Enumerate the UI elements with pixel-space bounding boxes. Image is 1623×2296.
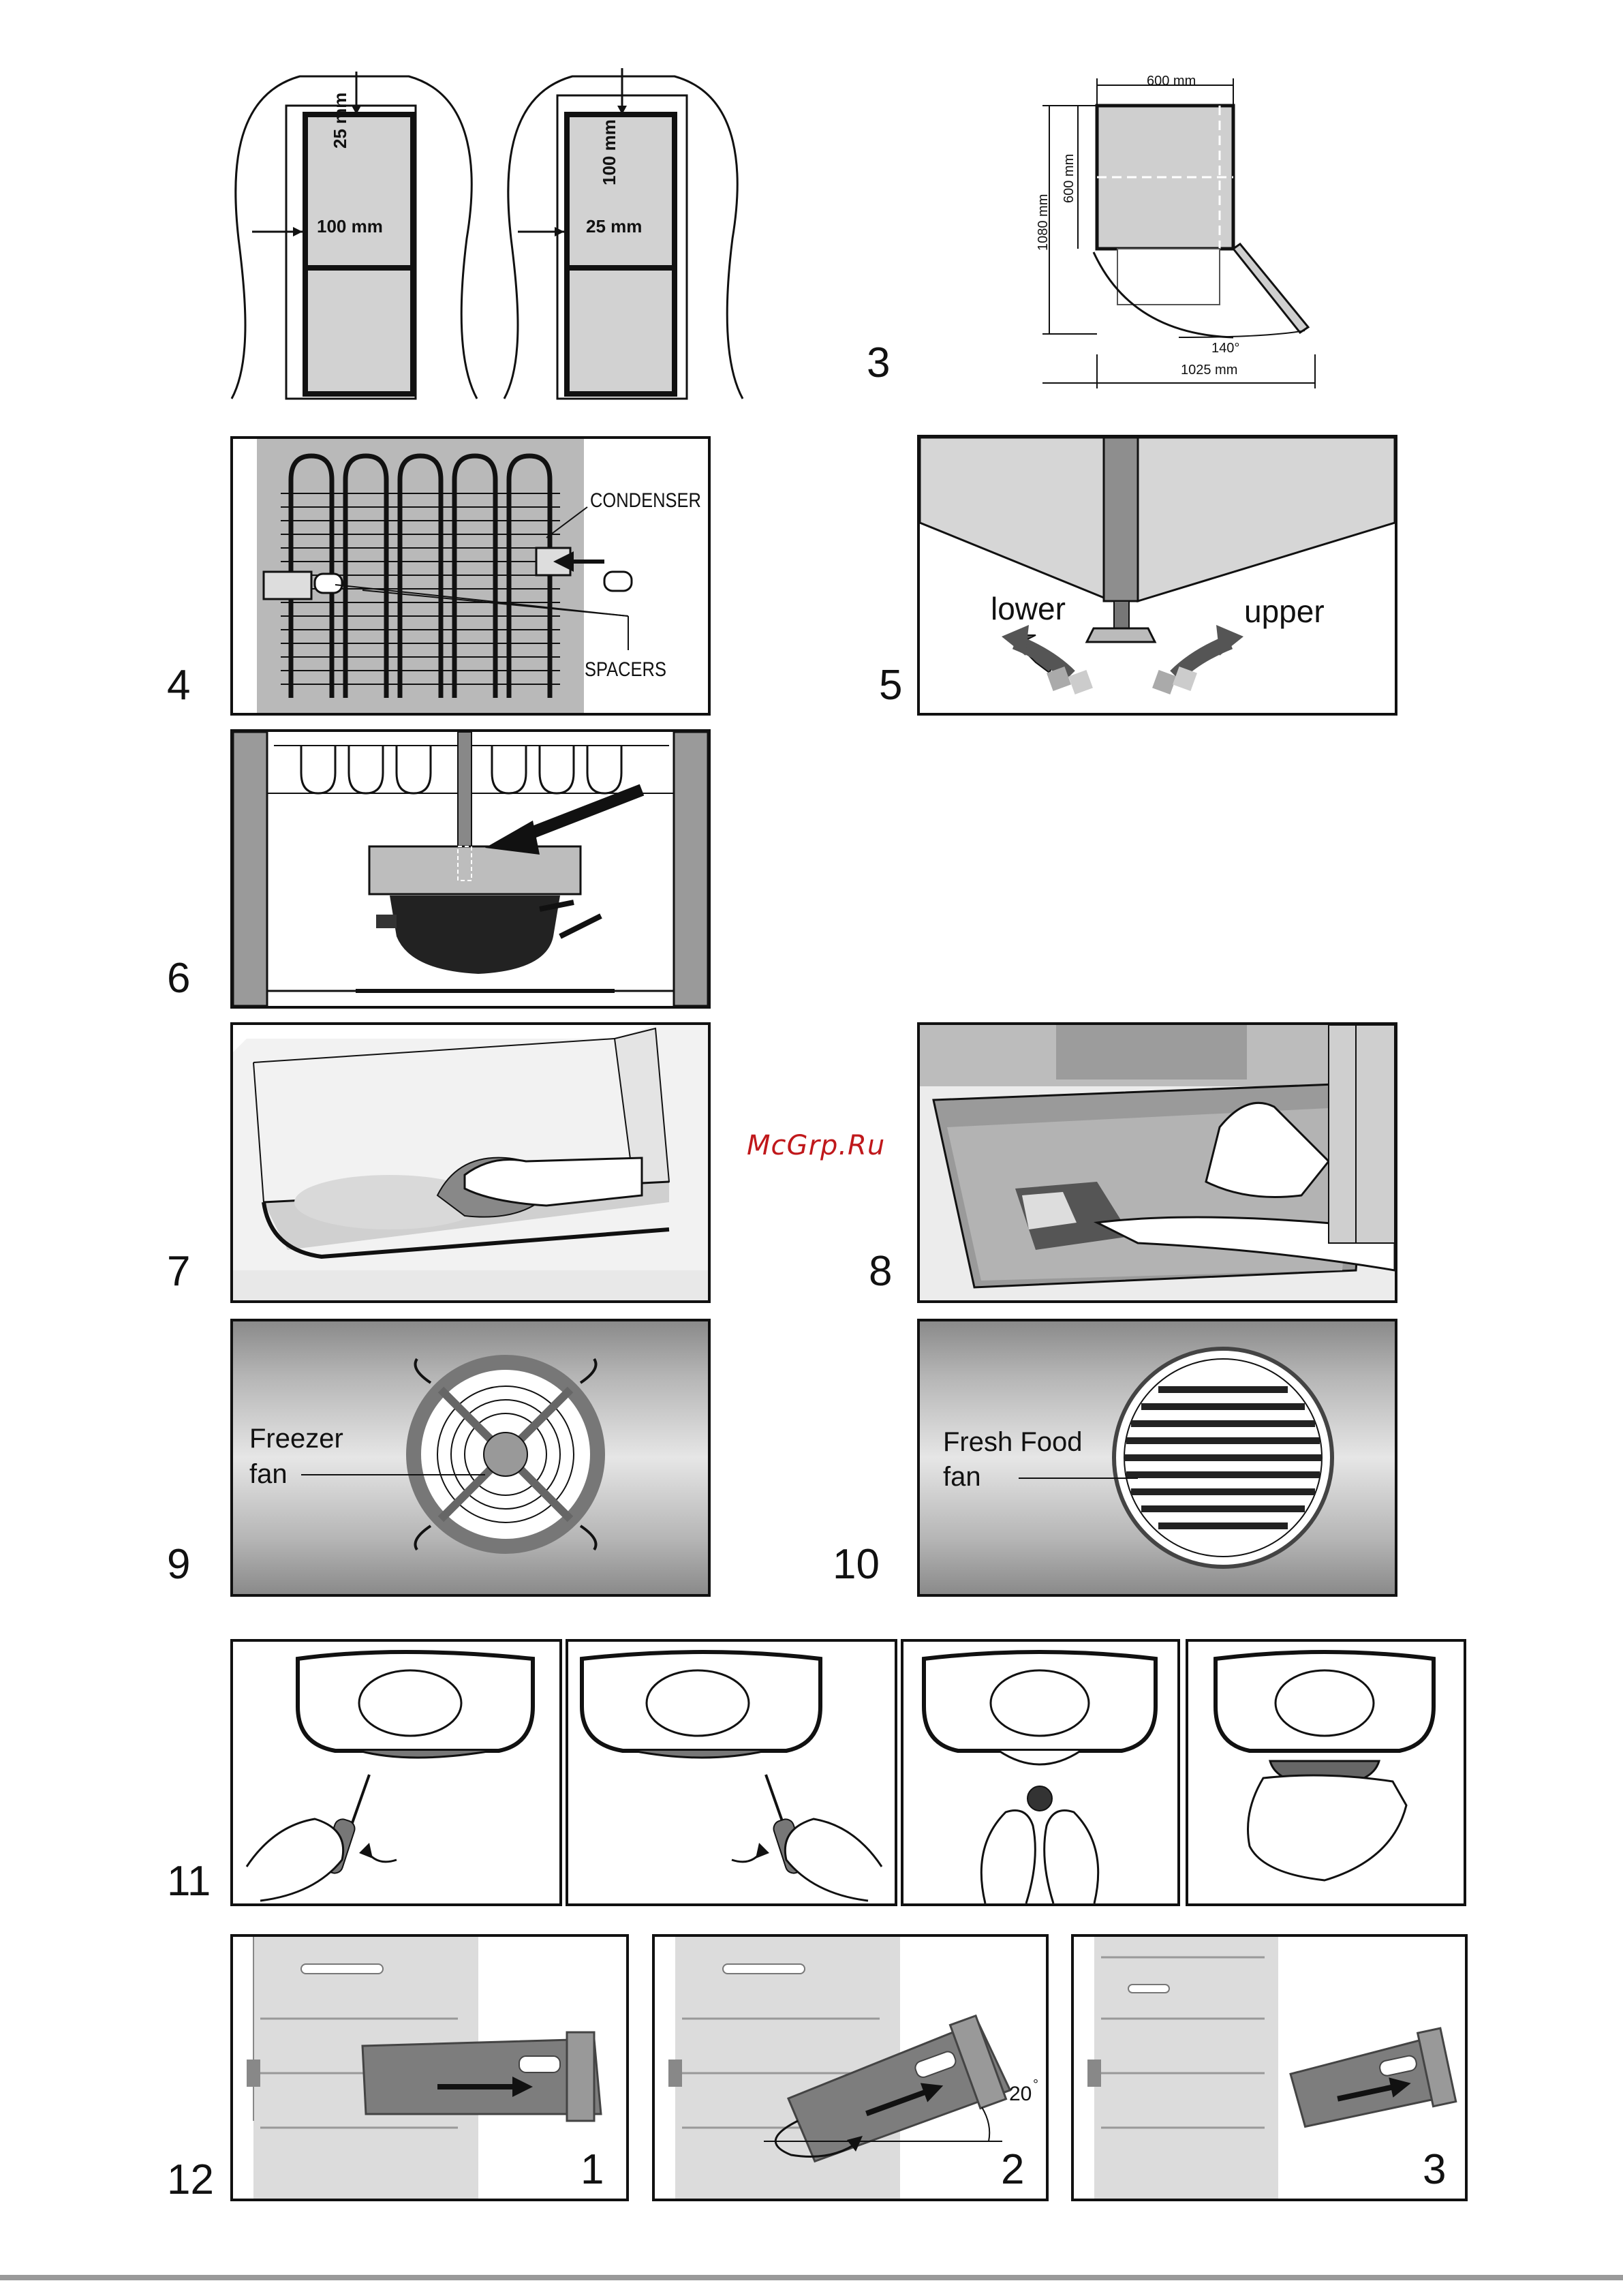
right-side-gap-label: 25 mm <box>586 217 642 236</box>
degree-mark: ° <box>1033 2077 1038 2092</box>
figure-number-10: 10 <box>833 1544 880 1586</box>
width-top-label: 600 mm <box>1147 74 1196 89</box>
drawer-removal-figure <box>917 1022 1397 1303</box>
leveling-foot-figure: lower upper <box>917 435 1397 716</box>
lamp-cover-step-2 <box>566 1639 897 1906</box>
depth-label: 600 mm <box>1062 154 1077 203</box>
total-width-label: 1025 mm <box>1181 363 1237 378</box>
footer-rule <box>0 2275 1623 2280</box>
drawer-step-3-number: 3 <box>1423 2147 1446 2193</box>
angle-label: 140° <box>1211 341 1239 356</box>
right-top-gap-label: 100 mm <box>600 119 619 185</box>
left-top-gap-label: 25 mm <box>330 93 350 149</box>
figure-number-6: 6 <box>167 958 190 1000</box>
figure-number-12: 12 <box>167 2159 214 2201</box>
condenser-spacers-figure: CONDENSER SPACERS <box>230 436 711 716</box>
drawer-step-2: 20 ° 2 <box>652 1934 1049 2201</box>
fresh-food-fan-label-line1: Fresh Food <box>943 1427 1083 1457</box>
lamp-cover-step-1 <box>230 1639 562 1906</box>
lamp-cover-step-3 <box>901 1639 1180 1906</box>
freezer-fan-figure: Freezer fan <box>230 1319 711 1597</box>
figure-number-4: 4 <box>167 664 190 707</box>
fresh-food-fan-figure: Fresh Food fan <box>917 1319 1397 1597</box>
condenser-label: CONDENSER <box>590 489 701 512</box>
figure-number-11: 11 <box>167 1861 211 1903</box>
spacers-label: SPACERS <box>585 658 666 681</box>
figure-number-9: 9 <box>167 1544 190 1586</box>
total-depth-label: 1080 mm <box>1036 194 1051 251</box>
drawer-step-1-number: 1 <box>581 2147 604 2193</box>
fresh-food-fan-label-line2: fan <box>943 1462 981 1492</box>
drawer-step-2-angle: 20 <box>1009 2083 1032 2105</box>
watermark: McGrp.Ru <box>747 1130 885 1161</box>
figure-number-8: 8 <box>869 1251 892 1293</box>
freezer-fan-label-line2: fan <box>249 1459 288 1489</box>
lower-label: lower <box>991 592 1066 626</box>
left-side-gap-label: 100 mm <box>317 217 383 236</box>
drawer-step-3: 3 <box>1071 1934 1468 2201</box>
compressor-figure <box>230 729 711 1009</box>
figure-number-3: 3 <box>867 342 890 384</box>
drawer-step-2-number: 2 <box>1001 2147 1024 2193</box>
cleaning-figure <box>230 1022 711 1303</box>
door-opening-diagram <box>1036 68 1322 395</box>
drawer-step-1: 1 <box>230 1934 629 2201</box>
figure-number-7: 7 <box>167 1251 190 1293</box>
figure-number-5: 5 <box>879 664 902 707</box>
lamp-cover-step-4 <box>1186 1639 1466 1906</box>
freezer-fan-label-line1: Freezer <box>249 1424 343 1454</box>
upper-label: upper <box>1244 594 1325 629</box>
